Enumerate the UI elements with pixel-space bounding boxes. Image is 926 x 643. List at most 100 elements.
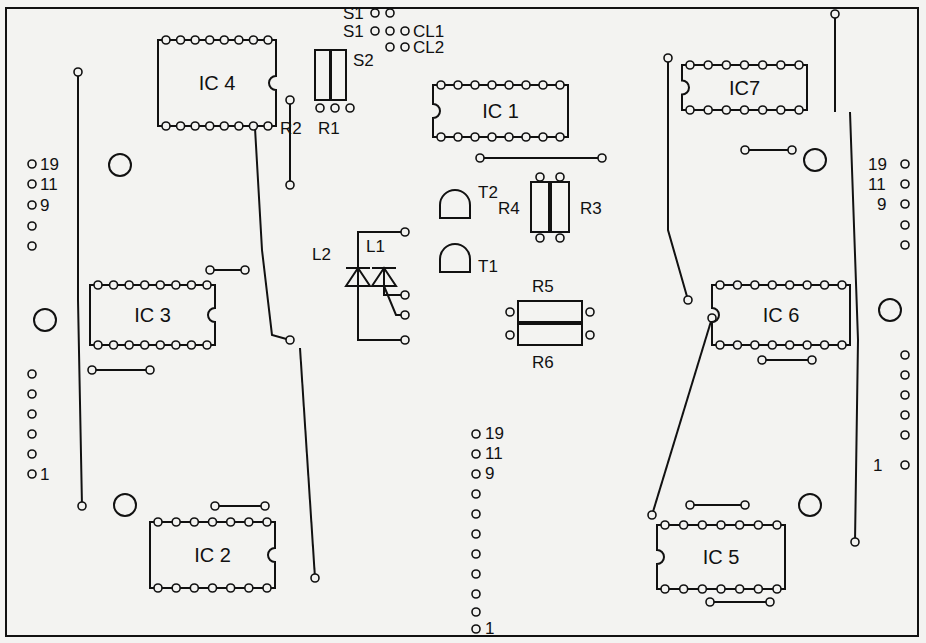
part-label: 9 (40, 197, 49, 214)
part-label: CL1 (413, 23, 444, 40)
ic-body (682, 65, 807, 110)
leds (346, 268, 405, 315)
ic-pin-pad (437, 133, 445, 141)
part-label: L2 (312, 246, 331, 263)
ic-pin-pad (154, 584, 162, 592)
ic-pin-pad (245, 584, 253, 592)
ic-pin-pad (716, 341, 724, 349)
ic-pin-pad (220, 122, 228, 130)
ic-pin-pad (190, 518, 198, 526)
ic-pin-pad (539, 133, 547, 141)
part-label: S2 (353, 52, 374, 69)
ic-pin-pad (795, 106, 803, 114)
ic-pin-pad (838, 281, 846, 289)
ic-pin-pad (172, 518, 180, 526)
ic-pin-pad (187, 341, 195, 349)
ic-pin-pad (203, 341, 211, 349)
ic-pin-pad (838, 341, 846, 349)
ic-pin-pad (768, 341, 776, 349)
part-label: R1 (318, 120, 340, 137)
ic-pin-pad (209, 584, 217, 592)
ic-pin-pad (177, 122, 185, 130)
part-label: 11 (40, 176, 58, 193)
ic-pin-pad (110, 281, 118, 289)
ic-body (158, 40, 276, 126)
ic-pin-pad (777, 106, 785, 114)
ic-name: IC 6 (763, 305, 800, 325)
ic-pin-pad (141, 281, 149, 289)
ic-pin-pad (437, 81, 445, 89)
ic-pin-pad (736, 585, 744, 593)
ic-pin-pad (680, 521, 688, 529)
ic-pin-pad (704, 61, 712, 69)
ic-pin-pad (759, 106, 767, 114)
ic-pin-pad (821, 341, 829, 349)
ic-package: IC 2 (150, 522, 275, 588)
ic-pin-pad (505, 133, 513, 141)
ic-pin-pad (162, 122, 170, 130)
ic-pin-pad (722, 61, 730, 69)
ic-body (90, 285, 215, 345)
ic-pin-pad (686, 106, 694, 114)
part-label: 11 (868, 176, 886, 193)
ic-package: IC 6 (712, 285, 850, 345)
ic-pin-pad (110, 341, 118, 349)
ic-pin-pad (733, 281, 741, 289)
ic-outlines (90, 36, 850, 593)
ic-pin-pad (162, 36, 170, 44)
ic-pin-pad (220, 36, 228, 44)
ic-pin-pad (786, 341, 794, 349)
ic-pin-pad (777, 61, 785, 69)
part-label: 1 (485, 620, 494, 637)
ic-pin-pad (156, 341, 164, 349)
ic-pin-pad (206, 122, 214, 130)
part-label: R2 (280, 120, 302, 137)
ic-pin-pad (786, 281, 794, 289)
ic-package: IC 3 (90, 285, 215, 345)
ic-pin-pad (539, 81, 547, 89)
ic-body (433, 85, 568, 137)
part-label: 19 (485, 425, 504, 442)
ic-pin-pad (736, 521, 744, 529)
part-label: CL2 (413, 39, 444, 56)
ic-pin-pad (154, 518, 162, 526)
ic-pin-pad (717, 521, 725, 529)
ic-package: IC 4 (158, 40, 276, 126)
ic-pin-pad (698, 585, 706, 593)
ic-outline (682, 61, 807, 114)
ic-pin-pad (698, 521, 706, 529)
ic-name: IC 3 (134, 305, 171, 325)
part-label: 1 (40, 466, 49, 483)
ic-pin-pad (686, 61, 694, 69)
ic-outline (433, 81, 568, 141)
ic-package: IC 1 (433, 85, 568, 137)
ic-package: IC 5 (657, 525, 785, 589)
ic-pin-pad (191, 122, 199, 130)
ic-pin-pad (722, 106, 730, 114)
ic-pin-pad (249, 122, 257, 130)
ic-name: IC7 (729, 78, 760, 98)
ic-pin-pad (191, 36, 199, 44)
traces (78, 14, 858, 602)
part-label: R3 (580, 200, 602, 217)
part-label: 11 (485, 445, 503, 462)
ic-name: IC 5 (703, 547, 740, 567)
ic-pin-pad (172, 341, 180, 349)
ic-pin-pad (733, 341, 741, 349)
mounting-holes (34, 149, 901, 516)
ic-pin-pad (172, 281, 180, 289)
part-label: R6 (532, 354, 554, 371)
ic-pin-pad (264, 36, 272, 44)
ic-name: IC 4 (199, 73, 236, 93)
ic-pin-pad (203, 281, 211, 289)
ic-pin-pad (206, 36, 214, 44)
ic-pin-pad (471, 133, 479, 141)
ic-pin-pad (156, 281, 164, 289)
ic-pin-pad (661, 521, 669, 529)
ic-pin-pad (751, 281, 759, 289)
board-frame (6, 8, 918, 636)
ic-pin-pad (505, 81, 513, 89)
ic-body (712, 285, 850, 345)
ic-pin-pad (227, 518, 235, 526)
